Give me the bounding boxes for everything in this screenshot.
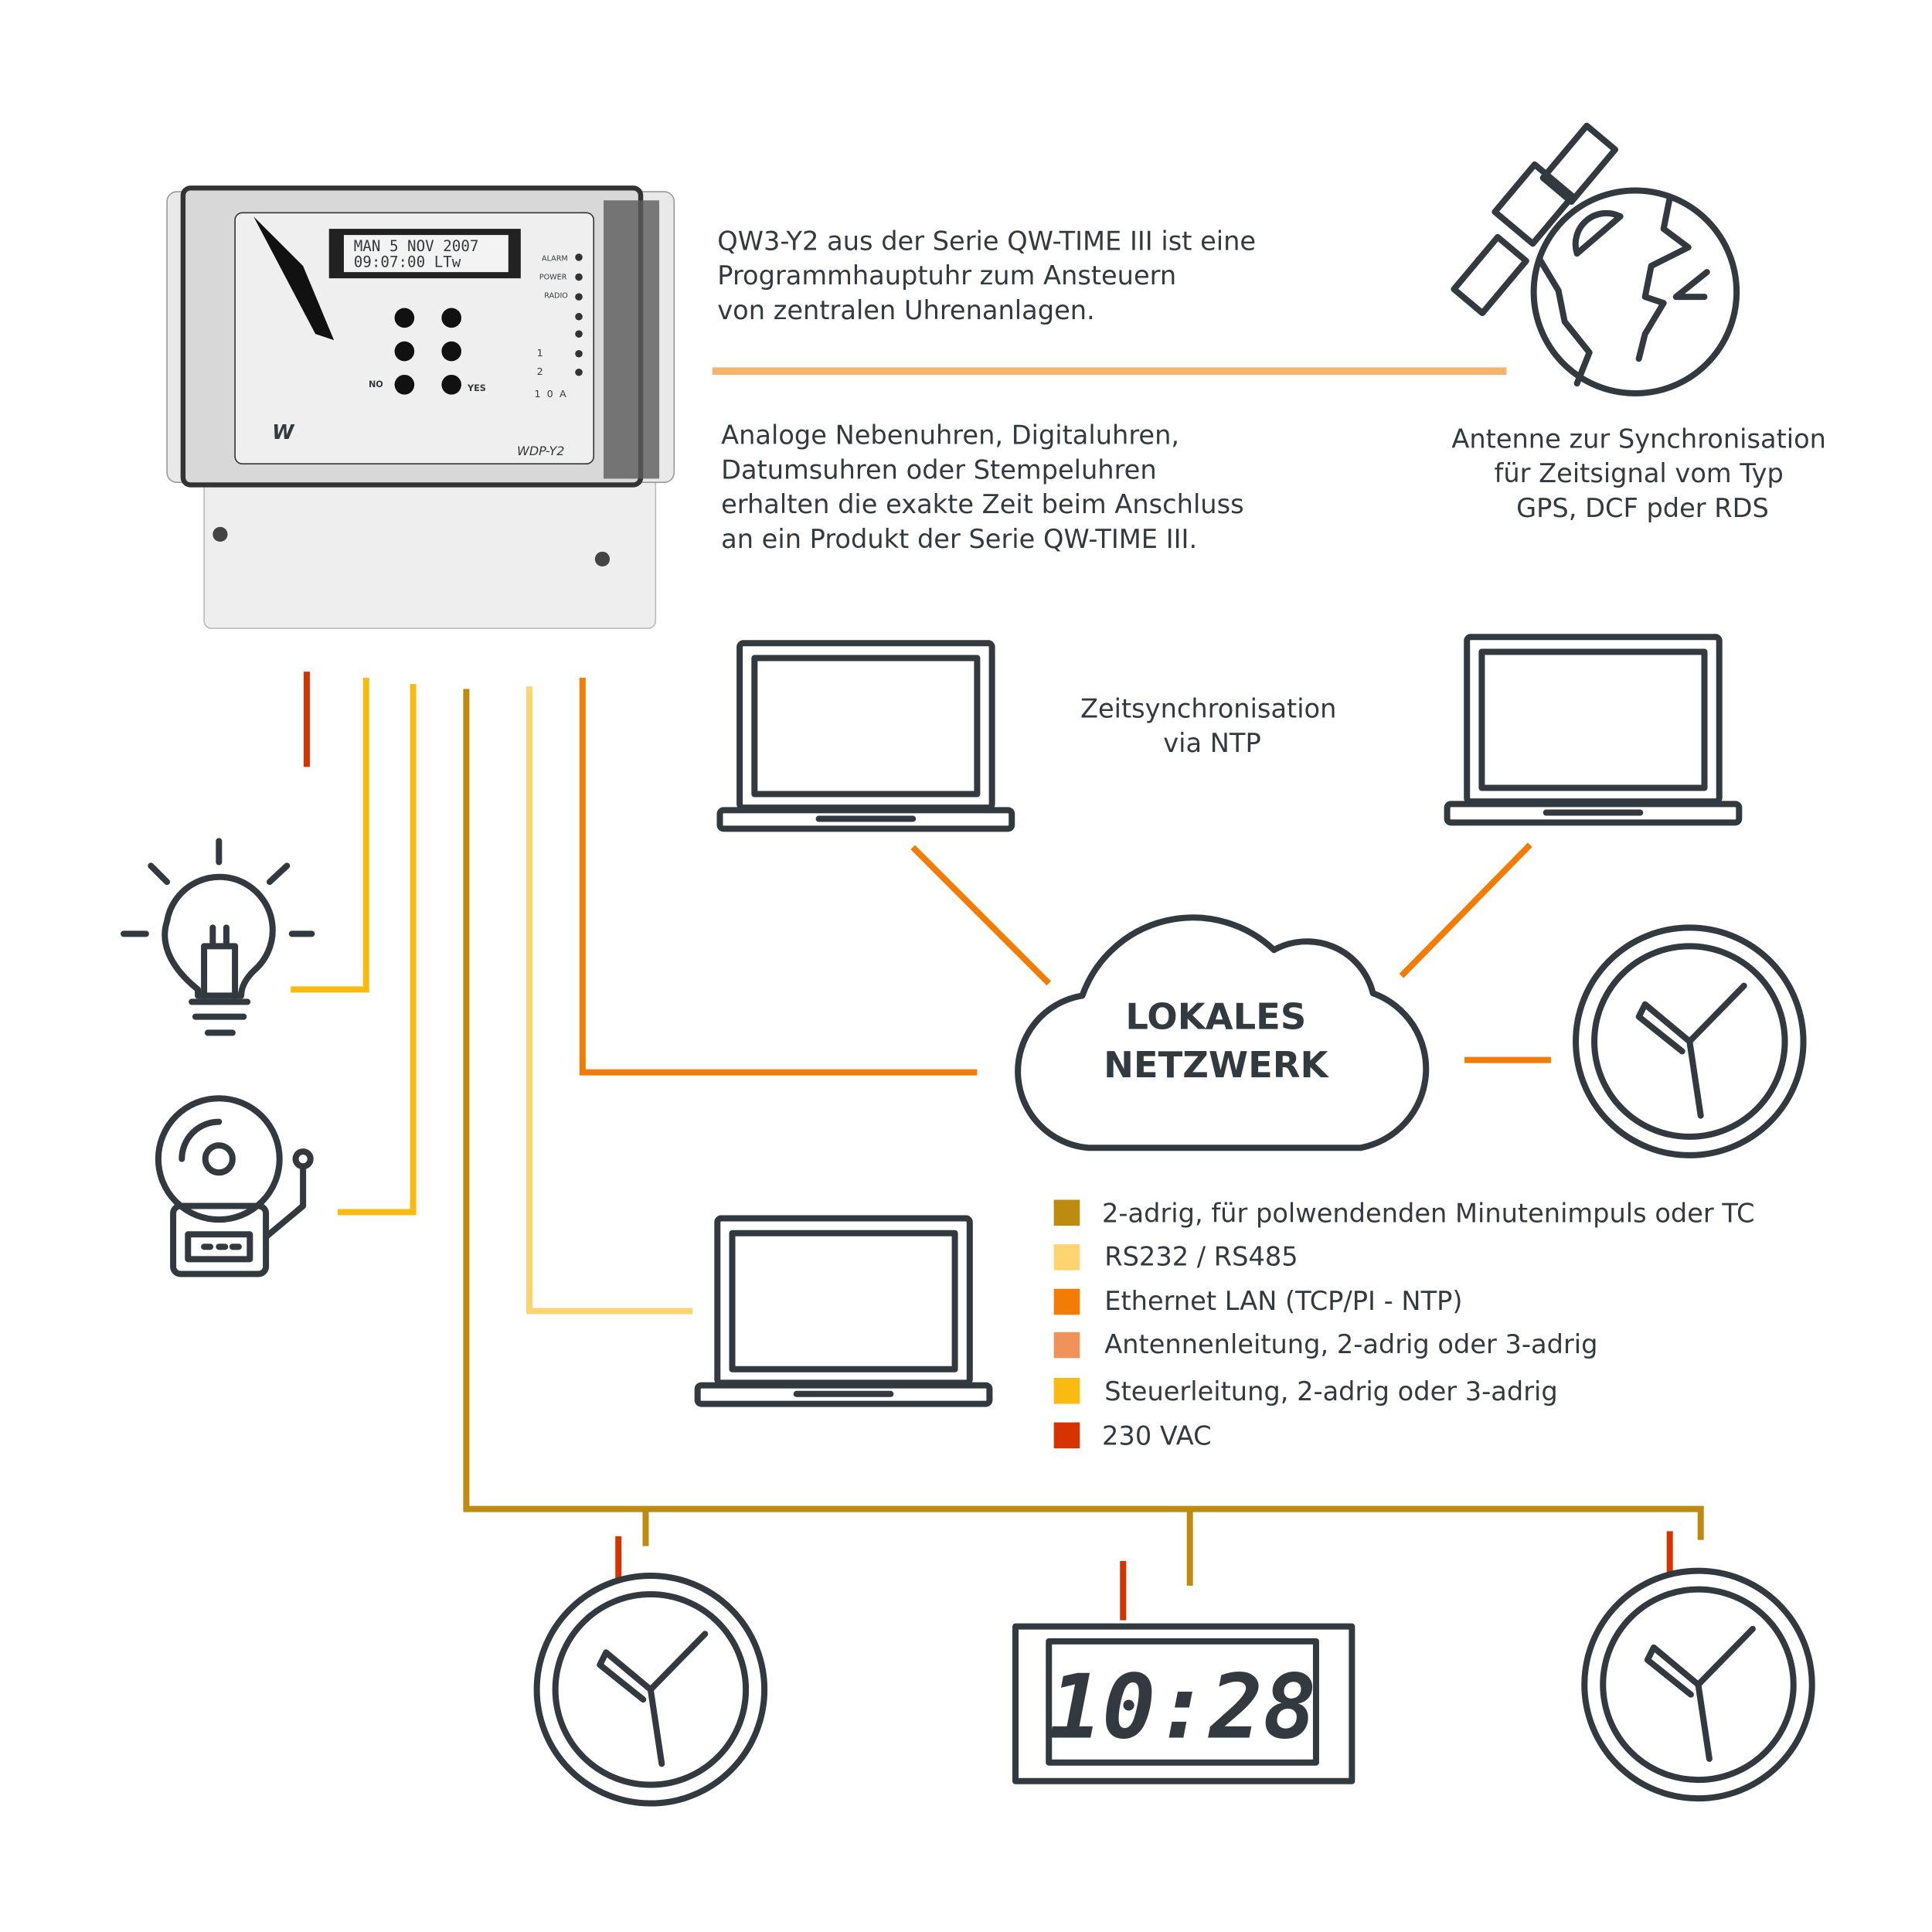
- antenna-line-1: Antenne zur Synchronisation: [1451, 423, 1826, 454]
- led-label-radio: RADIO: [544, 292, 568, 301]
- legend-item: Antennenleitung, 2-adrig oder 3-adrig: [1053, 1329, 1597, 1359]
- legend-label: Antennenleitung, 2-adrig oder 3-adrig: [1104, 1329, 1597, 1359]
- network-label-2: NETZWERK: [1104, 1044, 1329, 1086]
- legend-label: Steuerleitung, 2-adrig oder 3-adrig: [1104, 1376, 1557, 1406]
- antenna-line-3: GPS, DCF pder RDS: [1516, 493, 1769, 523]
- legend-label: RS232 / RS485: [1104, 1241, 1298, 1271]
- intro-line-3: von zentralen Uhrenanlagen.: [717, 295, 1094, 325]
- legend-label: Ethernet LAN (TCP/PI - NTP): [1104, 1286, 1462, 1316]
- clocks-line-3: erhalten die exakte Zeit beim Anschluss: [721, 489, 1244, 519]
- laptop-icon: [694, 1215, 993, 1407]
- legend-item: Steuerleitung, 2-adrig oder 3-adrig: [1053, 1376, 1558, 1406]
- clocks-line-2: Datumsuhren oder Stempeluhren: [721, 454, 1157, 485]
- legend: 2-adrig, für polwendenden Minutenimpuls …: [1053, 1198, 1754, 1451]
- no-label: NO: [369, 379, 383, 389]
- cloud-icon: [1015, 914, 1430, 1151]
- wire-control-bell: [337, 684, 417, 1216]
- switch-position-labels: 1 0 A: [534, 389, 566, 400]
- wire-2-adrig: [463, 689, 1704, 1540]
- legend-item: RS232 / RS485: [1053, 1241, 1298, 1271]
- wire-ethernet: [579, 678, 978, 1076]
- legend-item: Ethernet LAN (TCP/PI - NTP): [1053, 1286, 1462, 1316]
- intro-line-1: QW3-Y2 aus der Serie QW-TIME III ist ein…: [717, 226, 1256, 256]
- brand-logo: W: [272, 421, 295, 444]
- wires: [291, 672, 1704, 1621]
- laptop-icon: [1444, 634, 1743, 826]
- legend-item: 2-adrig, für polwendenden Minutenimpuls …: [1053, 1198, 1754, 1228]
- wire-rs232: [526, 686, 693, 1315]
- network-label-1: LOKALES: [1125, 996, 1306, 1038]
- light-bulb-icon: [121, 838, 315, 1036]
- clock-icon: [1573, 924, 1807, 1158]
- switch-2-label: 2: [537, 366, 543, 378]
- model-label: WDP-Y2: [517, 444, 564, 458]
- digital-clock-time: 10:28: [1049, 1656, 1317, 1760]
- led-label-power: POWER: [539, 274, 567, 282]
- bell-icon: [155, 1095, 314, 1277]
- device-display-line2: 09:07:00 LTw: [354, 253, 461, 271]
- clocks-line-1: Analoge Nebenuhren, Digitaluhren,: [721, 420, 1179, 451]
- yes-label: YES: [467, 383, 486, 393]
- legend-label: 2-adrig, für polwendenden Minutenimpuls …: [1102, 1198, 1754, 1228]
- wire-ethernet-laptop1: [910, 845, 1052, 986]
- ntp-line-1: Zeitsynchronisation: [1080, 693, 1336, 723]
- led-label-alarm: ALARM: [542, 255, 568, 264]
- satellite-globe-icon: [1451, 122, 1740, 396]
- clock-icon: [533, 1573, 768, 1807]
- ntp-line-2: via NTP: [1163, 728, 1260, 758]
- laptop-icon: [716, 640, 1015, 832]
- antenna-line-2: für Zeitsignal vom Typ: [1494, 458, 1783, 488]
- wire-control-bulb: [291, 678, 369, 993]
- clock-icon: [1581, 1567, 1815, 1802]
- intro-line-2: Programmhauptuhr zum Ansteuern: [717, 260, 1176, 291]
- device-buttons: [394, 308, 461, 395]
- wire-ethernet-laptop2: [1399, 842, 1532, 978]
- clocks-line-4: an ein Produkt der Serie QW-TIME III.: [721, 524, 1197, 554]
- legend-label: 230 VAC: [1102, 1420, 1212, 1451]
- device-display-line1: MAN 5 NOV 2007: [354, 237, 479, 255]
- digital-clock-icon: 10:28: [1012, 1623, 1355, 1784]
- legend-item: 230 VAC: [1053, 1420, 1212, 1451]
- master-clock-device: MAN 5 NOV 2007 09:07:00 LTw ALARM POWER …: [166, 185, 675, 629]
- switch-1-label: 1: [537, 348, 543, 359]
